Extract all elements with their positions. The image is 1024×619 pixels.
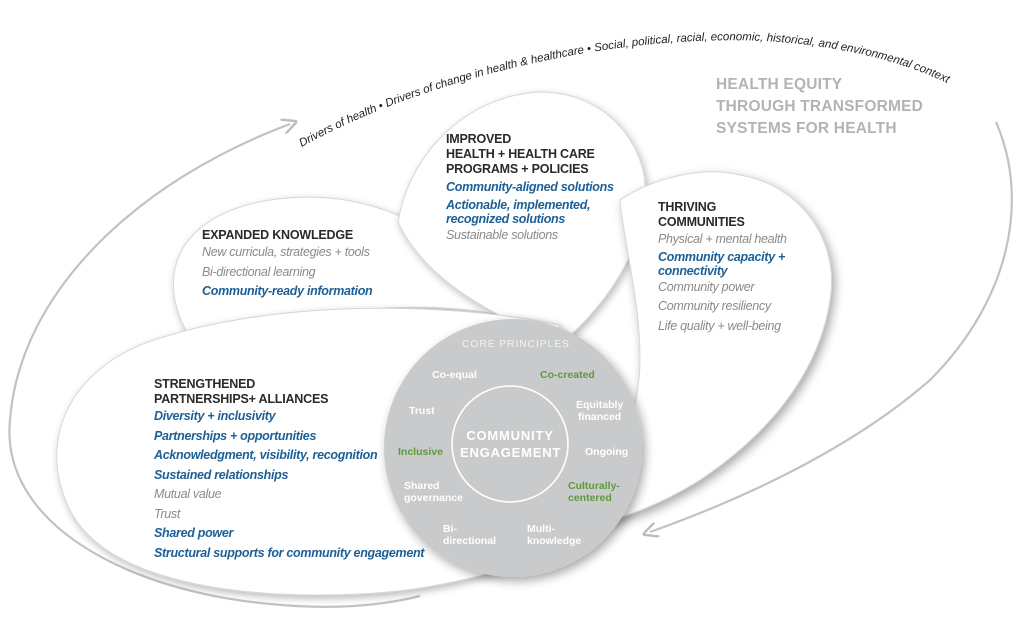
principle-line: Shared bbox=[404, 480, 440, 492]
outcome-item: Community capacity + bbox=[658, 249, 786, 264]
principle-co-created: Co-created bbox=[540, 369, 595, 381]
outcome-item: New curricula, strategies + tools bbox=[202, 245, 370, 259]
outcome-item: Structural supports for community engage… bbox=[154, 545, 425, 560]
strengthened-partnerships-block: STRENGTHENED PARTNERSHIPS+ ALLIANCES Div… bbox=[154, 377, 424, 563]
outcome-item: Mutual value bbox=[154, 487, 222, 501]
principle-multi-knowledge: Multi- knowledge bbox=[527, 523, 581, 547]
principle-line: Equitably bbox=[576, 399, 624, 411]
principle-culturally-centered: Culturally- centered bbox=[568, 480, 620, 504]
goal-line: HEALTH EQUITY bbox=[716, 76, 843, 93]
principle-line: directional bbox=[443, 535, 497, 547]
goal-line: THROUGH TRANSFORMED bbox=[716, 98, 924, 115]
outcome-item: Trust bbox=[154, 506, 181, 521]
outcome-item: Acknowledgment, visibility, recognition bbox=[154, 448, 378, 462]
principle-line: centered bbox=[568, 492, 612, 504]
outcome-item: Community-ready information bbox=[202, 284, 373, 298]
principle-line: governance bbox=[404, 492, 463, 504]
outcome-item: Actionable, implemented, bbox=[446, 197, 591, 212]
center-line: COMMUNITY bbox=[466, 428, 554, 443]
improved-health-title: HEALTH + HEALTH CARE bbox=[446, 147, 595, 161]
outcome-item: recognized solutions bbox=[446, 211, 566, 226]
petal-thriving-communities bbox=[589, 171, 832, 526]
principle-ongoing: Ongoing bbox=[585, 446, 629, 458]
outcome-item: Sustainable solutions bbox=[446, 227, 558, 242]
expanded-knowledge-block: EXPANDED KNOWLEDGE New curricula, strate… bbox=[202, 228, 373, 302]
principle-inclusive: Inclusive bbox=[398, 446, 443, 458]
improved-health-title: PROGRAMS + POLICIES bbox=[446, 162, 589, 176]
principle-line: financed bbox=[578, 411, 622, 423]
outcome-item: Sustained relationships bbox=[154, 467, 289, 482]
expanded-knowledge-title: EXPANDED KNOWLEDGE bbox=[202, 228, 354, 242]
outcome-item: Shared power bbox=[154, 526, 234, 540]
outer-cycle-arrow-left bbox=[8, 124, 421, 608]
outcome-item: Community-aligned solutions bbox=[446, 180, 614, 194]
improved-health-block: IMPROVED HEALTH + HEALTH CARE PROGRAMS +… bbox=[446, 132, 614, 245]
principle-trust: Trust bbox=[409, 405, 435, 417]
principle-co-equal: Co-equal bbox=[432, 369, 477, 381]
strengthened-partnerships-title: PARTNERSHIPS+ ALLIANCES bbox=[154, 392, 329, 406]
center-line: ENGAGEMENT bbox=[460, 445, 562, 460]
principle-equitably-financed: Equitably financed bbox=[576, 399, 623, 423]
outcome-item: Diversity + inclusivity bbox=[154, 409, 276, 423]
community-engagement-ring bbox=[451, 385, 569, 503]
improved-health-title: IMPROVED bbox=[446, 132, 512, 146]
health-equity-goal: HEALTH EQUITY THROUGH TRANSFORMED SYSTEM… bbox=[716, 74, 923, 140]
principle-line: Bi- bbox=[443, 523, 457, 535]
strengthened-partnerships-title: STRENGTHENED bbox=[154, 377, 256, 391]
thriving-communities-title: COMMUNITIES bbox=[658, 215, 745, 229]
outcome-item: Life quality + well-being bbox=[658, 318, 781, 333]
core-principles-title: CORE PRINCIPLES bbox=[462, 338, 570, 350]
thriving-communities-block: THRIVING COMMUNITIES Physical + mental h… bbox=[658, 200, 787, 336]
outcome-item: Physical + mental health bbox=[658, 232, 787, 246]
outcome-item: connectivity bbox=[658, 263, 728, 278]
outcome-item: Bi-directional learning bbox=[202, 264, 316, 279]
community-engagement-label: COMMUNITY ENGAGEMENT bbox=[460, 427, 560, 461]
thriving-communities-title: THRIVING bbox=[658, 200, 717, 214]
principle-bi-directional: Bi- directional bbox=[443, 523, 496, 547]
outcome-item: Community power bbox=[658, 279, 755, 294]
outer-cycle-arrow-right bbox=[650, 121, 1013, 532]
principle-shared-governance: Shared governance bbox=[404, 480, 463, 504]
principle-line: Multi- bbox=[527, 523, 555, 535]
core-principles-circle bbox=[384, 319, 642, 577]
outcome-item: Partnerships + opportunities bbox=[154, 428, 317, 443]
principle-line: Culturally- bbox=[568, 480, 620, 492]
principle-line: knowledge bbox=[527, 535, 582, 547]
outcome-item: Community resiliency bbox=[658, 299, 771, 313]
goal-line: SYSTEMS FOR HEALTH bbox=[716, 120, 897, 137]
